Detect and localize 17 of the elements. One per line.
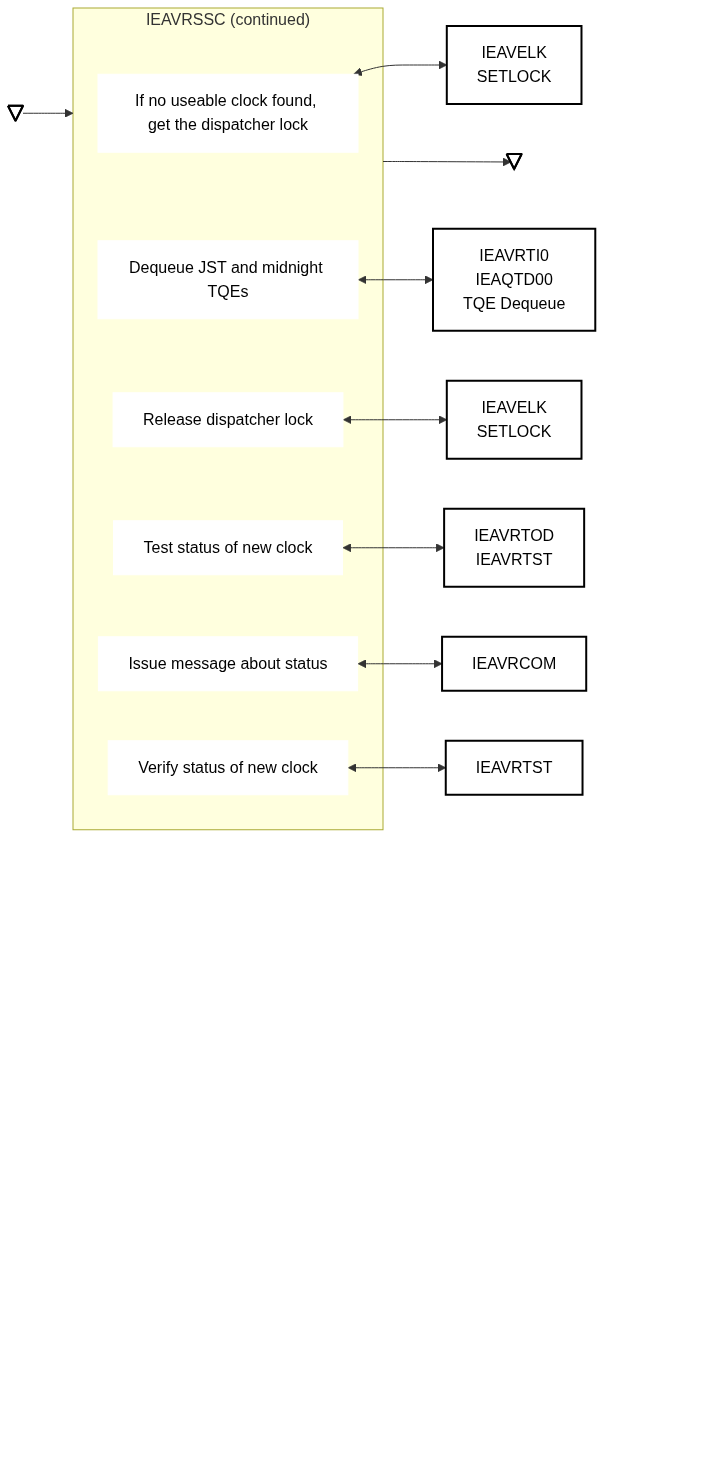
node-box: Dequeue JST and midnight TQEs [97,240,359,320]
arrow [382,157,512,167]
node-box: Test status of new clock [113,520,343,576]
node-box: IEAVRTST [444,739,584,796]
node-box: IEAVELK SETLOCK [445,25,583,105]
arrow [22,108,74,118]
arrow [358,275,434,285]
node-box: Release dispatcher lock [112,392,344,448]
node-box: If no useable clock found, get the dispatcher lock [97,73,359,153]
node-box: IEAVRCOM [441,635,588,692]
arrow [342,543,445,553]
node-box: IEAVELK SETLOCK [445,379,583,460]
node-box: Issue message about status [97,636,359,692]
node-box: Verify status of new clock [107,740,349,796]
node-box: IEAVRTOD IEAVRTST [443,507,586,588]
node-box: IEAVRTI0 IEAQTD00 TQE Dequeue [432,227,597,332]
arrow [357,659,443,669]
